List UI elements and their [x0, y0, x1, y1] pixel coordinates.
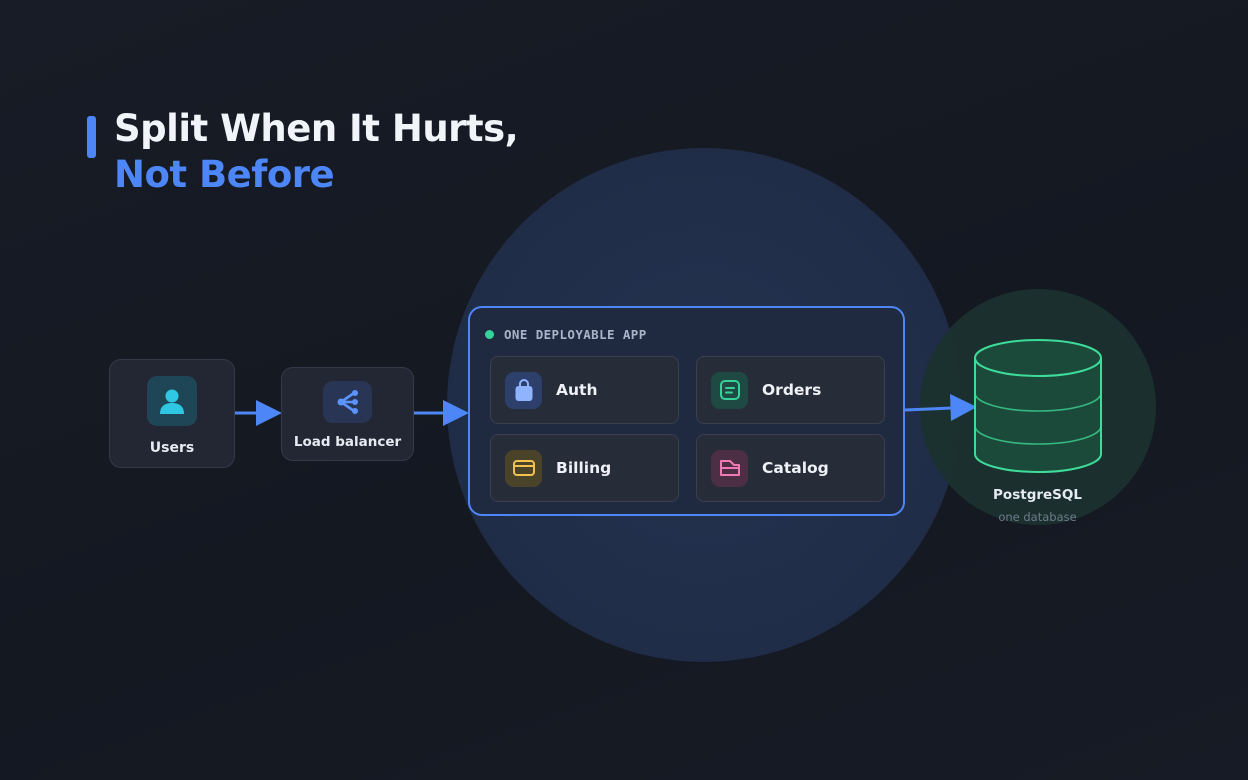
arrow-users-to-load-balancer [235, 400, 282, 426]
users-node[interactable]: Users [109, 359, 235, 468]
app-title: ONE DEPLOYABLE APP [504, 327, 647, 342]
module-orders-label: Orders [762, 381, 822, 399]
database-title: PostgreSQL [993, 487, 1082, 503]
load-balancer-label: Load balancer [293, 433, 402, 450]
app-header: ONE DEPLOYABLE APP [485, 327, 647, 342]
status-dot [485, 330, 494, 339]
module-billing[interactable]: Billing [490, 434, 679, 502]
lock-icon [505, 371, 542, 409]
database-icon[interactable] [970, 336, 1106, 478]
title-accent-bar [87, 116, 96, 158]
page-title: Split When It Hurts, Not Before [114, 106, 519, 198]
database-subtitle: one database [998, 510, 1077, 524]
module-auth-label: Auth [556, 381, 598, 399]
folder-icon [711, 449, 748, 487]
share-fork-icon [323, 380, 372, 423]
credit-card-icon [505, 449, 542, 487]
deployable-app-container[interactable]: ONE DEPLOYABLE APP Auth Orders B [468, 306, 905, 516]
module-orders[interactable]: Orders [696, 356, 885, 424]
module-billing-label: Billing [556, 459, 612, 477]
load-balancer-node[interactable]: Load balancer [281, 367, 414, 461]
arrow-app-to-database [904, 394, 977, 421]
title-line-2: Not Before [114, 153, 335, 196]
users-label: Users [149, 439, 195, 456]
title-line-1: Split When It Hurts, [114, 107, 519, 150]
user-icon [147, 375, 197, 426]
module-auth[interactable]: Auth [490, 356, 679, 424]
module-catalog[interactable]: Catalog [696, 434, 885, 502]
document-icon [711, 371, 748, 409]
module-catalog-label: Catalog [762, 459, 829, 477]
arrow-load-balancer-to-app [414, 400, 469, 426]
